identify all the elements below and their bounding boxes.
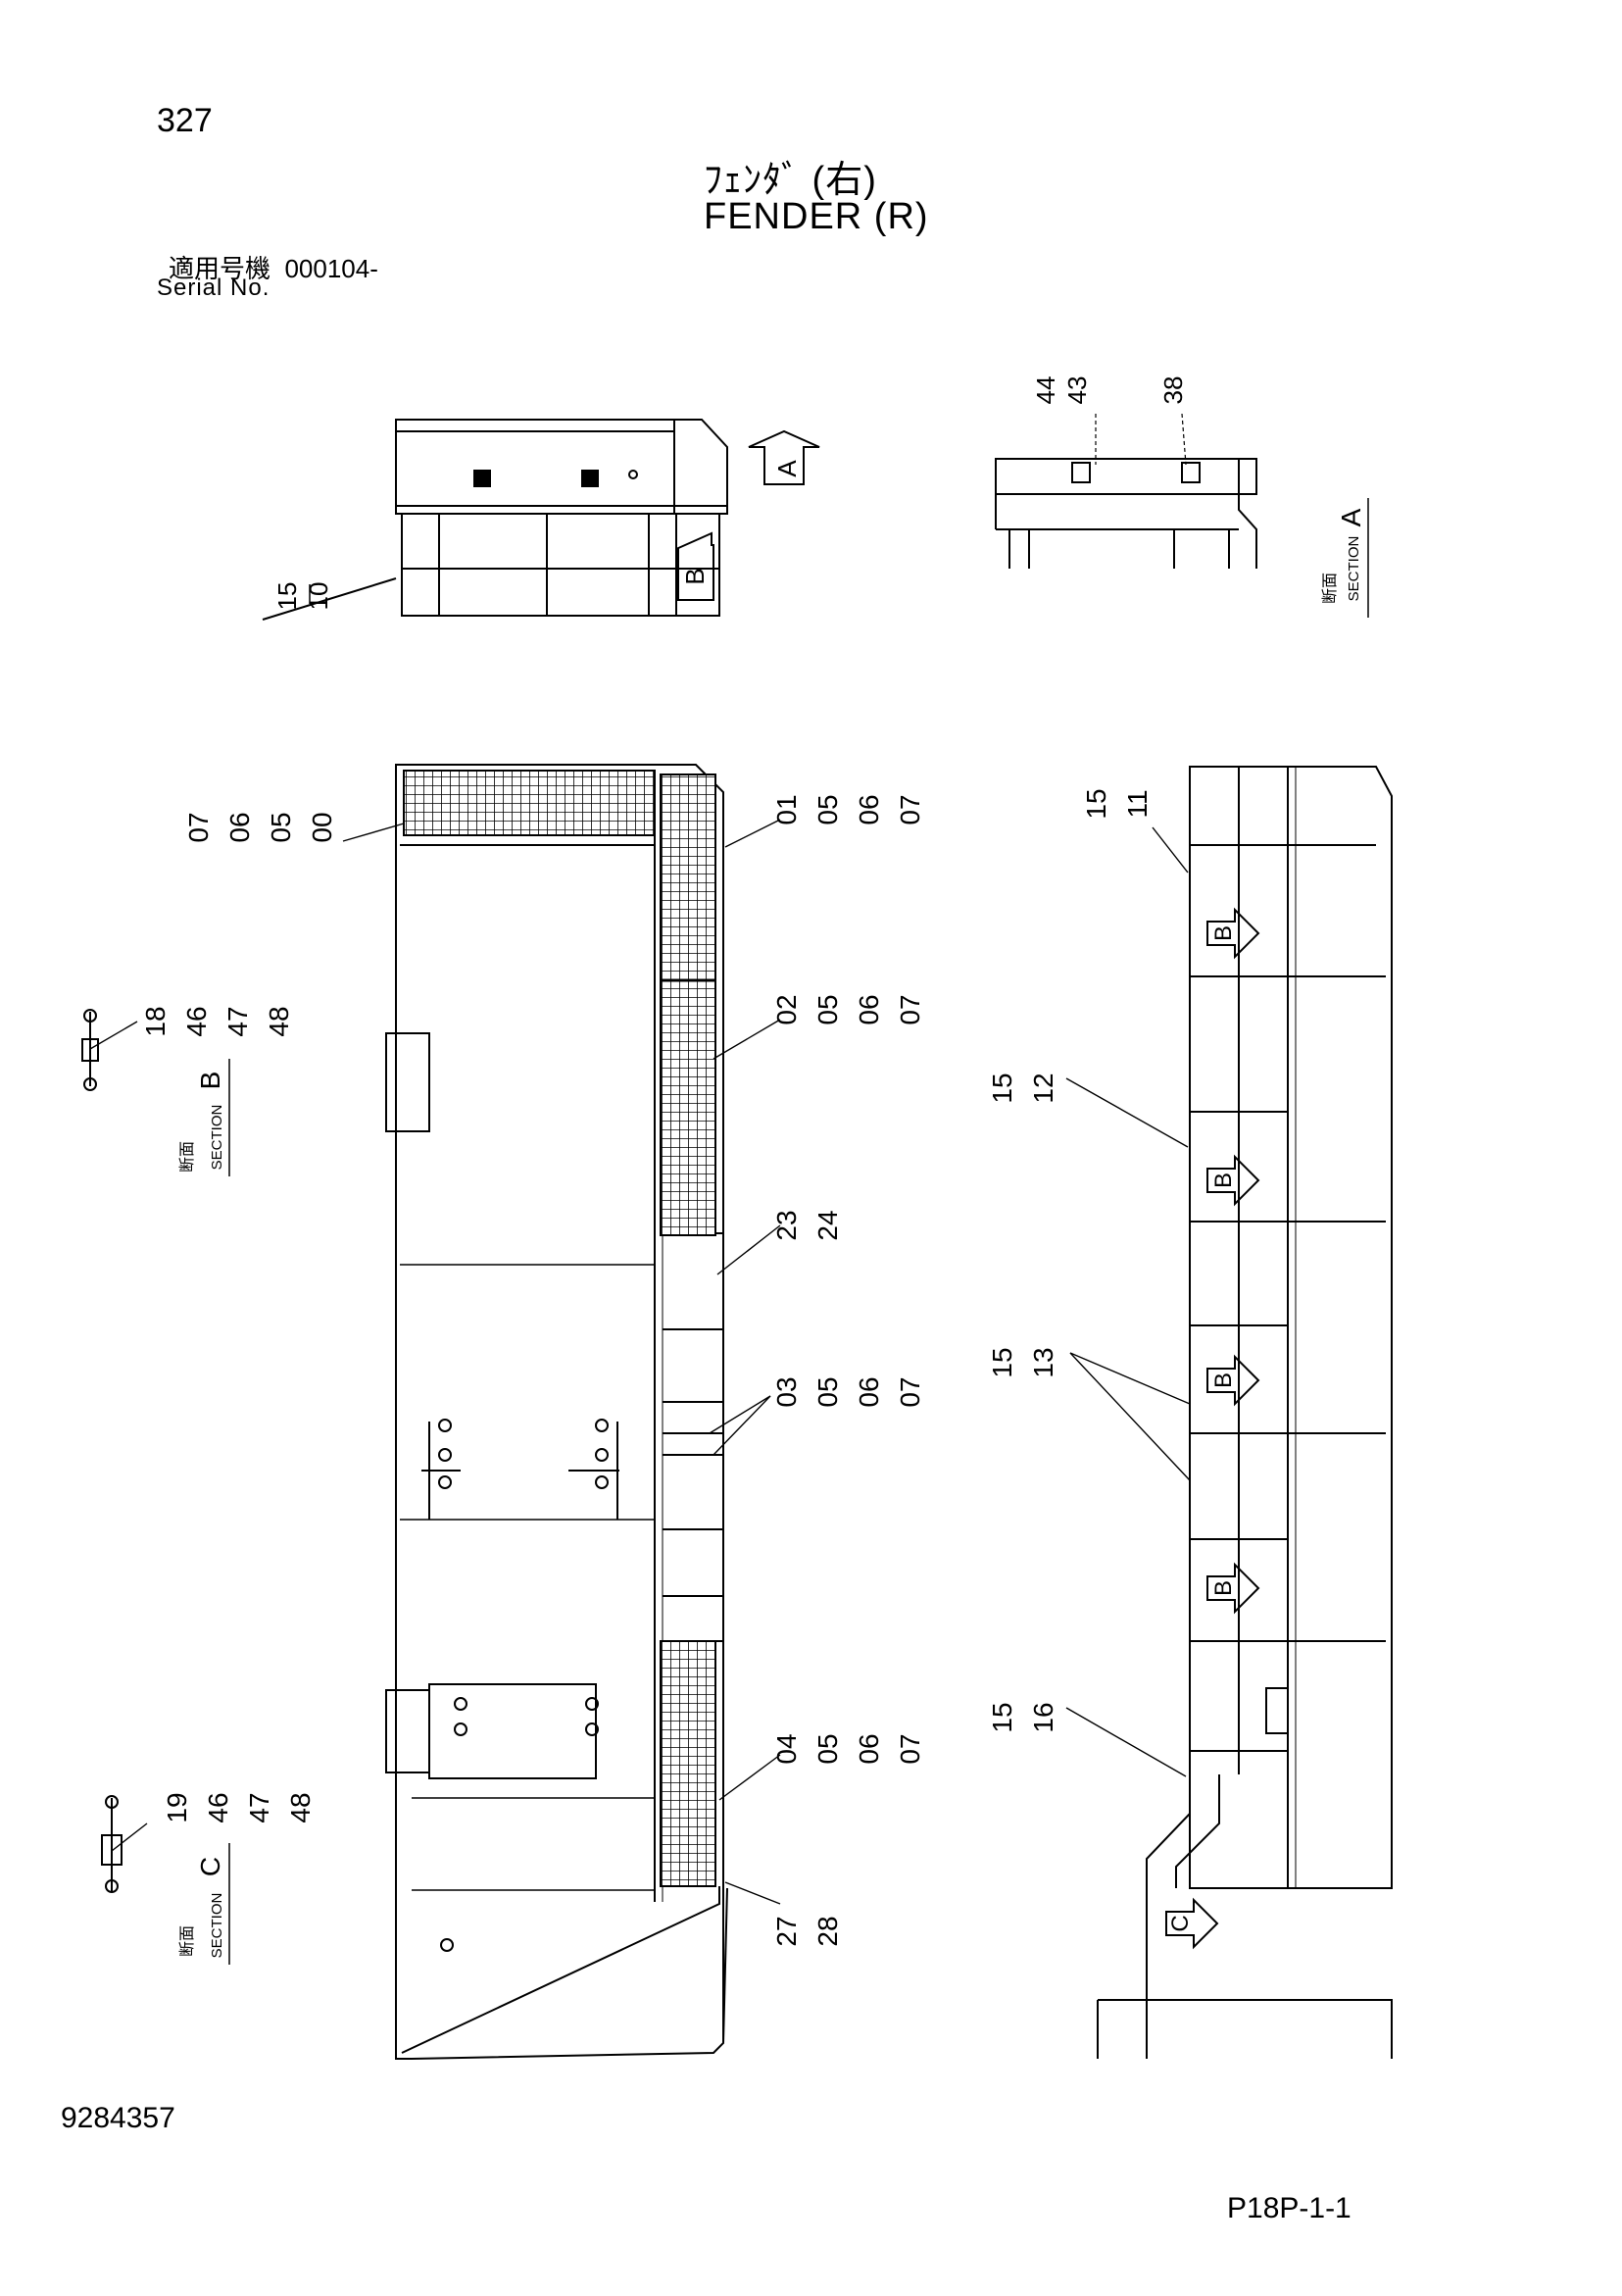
view-arrow-b-top	[675, 531, 714, 601]
callout-46: 46	[181, 1006, 212, 1036]
section-b-label-jp: 断面	[178, 1141, 196, 1173]
callout-01: 01	[771, 794, 802, 824]
section-b-label-en: SECTION	[209, 1105, 225, 1171]
section-a-letter: A	[1336, 508, 1366, 526]
view-arrow-a-top	[748, 429, 820, 485]
section-a-view	[995, 458, 1257, 569]
callout-05: 05	[812, 994, 843, 1024]
callout-11: 11	[1122, 789, 1153, 818]
callout-18-46-47-48: 18 46 47 48	[140, 1006, 294, 1036]
callout-06: 06	[854, 1376, 884, 1407]
callout-02-05-06-07: 02 05 06 07	[771, 994, 925, 1024]
callout-27-28: 27 28	[771, 1916, 843, 1946]
callout-12: 12	[1028, 1073, 1058, 1103]
callout-24: 24	[812, 1210, 843, 1240]
callout-05: 05	[812, 1733, 843, 1764]
callout-06: 06	[854, 794, 884, 824]
side-leaders	[1065, 826, 1191, 1777]
section-c-label-jp: 断面	[178, 1925, 196, 1957]
grating-panel-04	[660, 1640, 716, 1887]
view-arrow-b-3: B	[1210, 1373, 1237, 1388]
callout-05: 05	[812, 1376, 843, 1407]
callout-00: 00	[307, 812, 337, 842]
callout-05: 05	[812, 794, 843, 824]
section-c-view	[101, 1795, 148, 1893]
callout-15: 15	[987, 1073, 1017, 1103]
section-c-letter: C	[195, 1857, 225, 1876]
title-japanese: ﾌｪﾝﾀﾞ (右)	[704, 160, 877, 201]
callout-19: 19	[162, 1792, 192, 1822]
grating-panel-00	[403, 770, 656, 836]
callout-15-16: 15 16	[987, 1702, 1058, 1732]
callout-46: 46	[203, 1792, 233, 1822]
section-a-label-jp: 断面	[1321, 573, 1339, 604]
callout-04: 04	[771, 1733, 802, 1764]
document-number: 9284357	[61, 2102, 175, 2134]
side-view	[1097, 766, 1393, 2059]
callout-10: 10	[304, 582, 333, 611]
view-arrow-a-top-label: A	[772, 460, 802, 477]
callout-48: 48	[285, 1792, 316, 1822]
view-arrow-b-4: B	[1210, 1580, 1237, 1596]
callout-04-05-06-07: 04 05 06 07	[771, 1733, 925, 1764]
section-b-letter: B	[195, 1072, 225, 1090]
callout-02: 02	[771, 994, 802, 1024]
section-b-view	[81, 1009, 138, 1091]
callout-28: 28	[812, 1916, 843, 1946]
callout-47: 47	[244, 1792, 274, 1822]
callout-15: 15	[1081, 788, 1111, 819]
view-arrow-c: C	[1167, 1915, 1194, 1931]
view-arrow-b-1: B	[1210, 925, 1237, 941]
title-english: FENDER (R)	[704, 196, 929, 237]
serial-label-jp: 適用号機	[169, 254, 271, 283]
section-a-label-en: SECTION	[1346, 536, 1362, 602]
callout-05: 05	[266, 812, 296, 842]
callout-07: 07	[895, 994, 925, 1024]
callout-23: 23	[771, 1210, 802, 1240]
callout-15: 15	[272, 582, 302, 611]
callout-13: 13	[1028, 1347, 1058, 1377]
callout-23-24: 23 24	[771, 1210, 843, 1240]
callout-07: 07	[183, 812, 214, 842]
serial-value: 000104-	[284, 254, 378, 283]
view-arrows-b-side	[1165, 907, 1260, 1950]
callout-03: 03	[771, 1376, 802, 1407]
view-arrow-b-top-label: B	[680, 568, 710, 584]
callout-15-13: 15 13	[987, 1347, 1058, 1377]
serial-applicability: 適用号機 000104-	[169, 249, 378, 285]
callout-15-11: 15 11	[1081, 788, 1153, 819]
callout-03-05-06-07: 03 05 06 07	[771, 1376, 925, 1407]
callout-15: 15	[987, 1702, 1017, 1732]
callout-43: 43	[1062, 376, 1092, 405]
callout-15: 15	[987, 1347, 1017, 1377]
callout-47: 47	[222, 1006, 253, 1036]
grating-panel-01-02	[660, 774, 716, 1236]
callout-48: 48	[264, 1006, 294, 1036]
callout-06: 06	[854, 994, 884, 1024]
callout-19-46-47-48: 19 46 47 48	[162, 1792, 316, 1822]
plan-leaders	[342, 819, 781, 1905]
callout-44: 44	[1031, 376, 1060, 405]
callout-01-05-06-07: 01 05 06 07	[771, 794, 925, 824]
callout-06: 06	[224, 812, 255, 842]
callout-07: 07	[895, 1376, 925, 1407]
callout-38: 38	[1158, 376, 1188, 405]
leader-38	[1181, 413, 1187, 466]
callout-16: 16	[1028, 1702, 1058, 1732]
top-view	[262, 419, 728, 621]
section-c-label-en: SECTION	[209, 1893, 225, 1959]
serial-label-en: Serial No.	[157, 275, 270, 301]
callout-07-06-05-00: 07 06 05 00	[183, 812, 337, 842]
callout-07: 07	[895, 1733, 925, 1764]
callout-07: 07	[895, 794, 925, 824]
callout-18: 18	[140, 1006, 171, 1036]
view-arrow-b-2: B	[1210, 1173, 1237, 1188]
callout-15-12: 15 12	[987, 1073, 1058, 1103]
page-number: 327	[157, 102, 213, 139]
callout-06: 06	[854, 1733, 884, 1764]
page-reference: P18P-1-1	[1227, 2192, 1352, 2224]
callout-27: 27	[771, 1916, 802, 1946]
